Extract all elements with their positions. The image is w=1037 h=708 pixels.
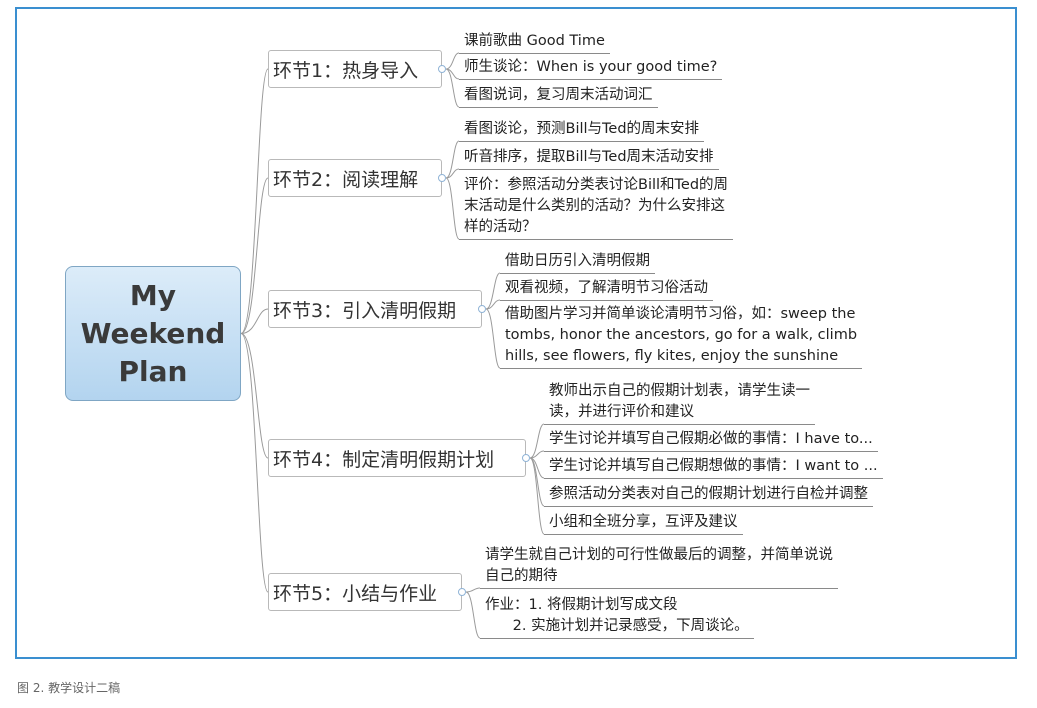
leaf-underline: [459, 141, 705, 142]
leaf-underline: [544, 478, 883, 479]
branch-5-item-2: 作业：1. 将假期计划写成文段 2. 实施计划并记录感受，下周谈论。: [485, 597, 749, 634]
branch-label: 环节4：制定清明假期计划: [273, 448, 495, 471]
branch-leaf-link: [445, 52, 460, 70]
leaf-underline: [480, 638, 754, 639]
leaf-underline: [500, 300, 713, 301]
branch-connector-dot: [438, 65, 446, 73]
branch-connector-dot: [478, 305, 486, 313]
branch-label: 环节2：阅读理解: [273, 168, 419, 191]
branch-2-item-3: 评价：参照活动分类表讨论Bill和Ted的周 末活动是什么类别的活动？为什么安排…: [464, 177, 729, 235]
leaf-underline: [459, 53, 610, 54]
branch-4-item-5: 小组和全班分享，互评及建议: [549, 514, 738, 530]
branch-leaf-link: [445, 140, 460, 179]
branch-3-item-2: 观看视频，了解清明节习俗活动: [505, 280, 708, 296]
branch-4-item-4: 参照活动分类表对自己的假期计划进行自检并调整: [549, 486, 868, 502]
branch-leaf-link: [465, 587, 481, 593]
branch-1-item-1: 课前歌曲 Good Time: [464, 33, 605, 49]
central-branch-link: [240, 177, 269, 334]
leaf-underline: [544, 424, 815, 425]
branch-stage-1: 环节1：热身导入: [268, 50, 442, 88]
branch-connector-dot: [438, 174, 446, 182]
branch-leaf-link: [485, 299, 501, 310]
branch-3-item-3: 借助图片学习并简单谈论清明节习俗，如：sweep the tombs, hono…: [505, 306, 858, 364]
branch-stage-5: 环节5：小结与作业: [268, 573, 462, 611]
branch-4-item-1: 教师出示自己的假期计划表，请学生读一 读，并进行评价和建议: [549, 383, 810, 420]
branch-stage-2: 环节2：阅读理解: [268, 159, 442, 197]
branch-connector-dot: [458, 588, 466, 596]
central-branch-link: [240, 333, 269, 459]
branch-stage-3: 环节3：引入清明假期: [268, 290, 482, 328]
branch-leaf-link: [465, 591, 481, 639]
central-topic-title: My Weekend Plan: [80, 278, 226, 388]
central-branch-link: [240, 333, 269, 593]
branch-label: 环节1：热身导入: [273, 59, 419, 82]
figure-caption: 图 2. 教学设计二稿: [17, 681, 121, 695]
branch-4-item-3: 学生讨论并填写自己假期想做的事情：I want to ...: [549, 458, 878, 474]
leaf-underline: [459, 239, 734, 240]
leaf-underline: [544, 506, 873, 507]
leaf-underline: [480, 588, 838, 589]
branch-4-item-2: 学生讨论并填写自己假期必做的事情：I have to...: [549, 431, 873, 447]
leaf-underline: [500, 368, 863, 369]
leaf-underline: [459, 169, 719, 170]
branch-label: 环节3：引入清明假期: [273, 299, 457, 322]
branch-3-item-1: 借助日历引入清明假期: [505, 253, 650, 269]
branch-1-item-3: 看图说词，复习周末活动词汇: [464, 87, 653, 103]
branch-leaf-link: [529, 423, 545, 459]
branch-leaf-link: [529, 457, 545, 535]
branch-stage-4: 环节4：制定清明假期计划: [268, 439, 526, 477]
branch-leaf-link: [485, 308, 501, 369]
branch-leaf-link: [529, 450, 545, 459]
leaf-underline: [544, 534, 743, 535]
leaf-underline: [459, 79, 723, 80]
central-branch-link: [240, 308, 269, 334]
branch-leaf-link: [445, 68, 460, 108]
central-topic: My Weekend Plan: [65, 266, 241, 401]
branch-2-item-2: 听音排序，提取Bill与Ted周末活动安排: [464, 149, 714, 165]
branch-leaf-link: [485, 272, 501, 310]
leaf-underline: [459, 107, 658, 108]
branch-label: 环节5：小结与作业: [273, 582, 438, 605]
branch-leaf-link: [445, 177, 460, 240]
branch-5-item-1: 请学生就自己计划的可行性做最后的调整，并简单说说 自己的期待: [485, 547, 833, 584]
leaf-underline: [500, 273, 655, 274]
branch-connector-dot: [522, 454, 530, 462]
branch-2-item-1: 看图谈论，预测Bill与Ted的周末安排: [464, 121, 700, 137]
branch-1-item-2: 师生谈论：When is your good time?: [464, 59, 718, 75]
central-branch-link: [240, 68, 269, 334]
leaf-underline: [544, 451, 878, 452]
branch-leaf-link: [445, 168, 460, 179]
